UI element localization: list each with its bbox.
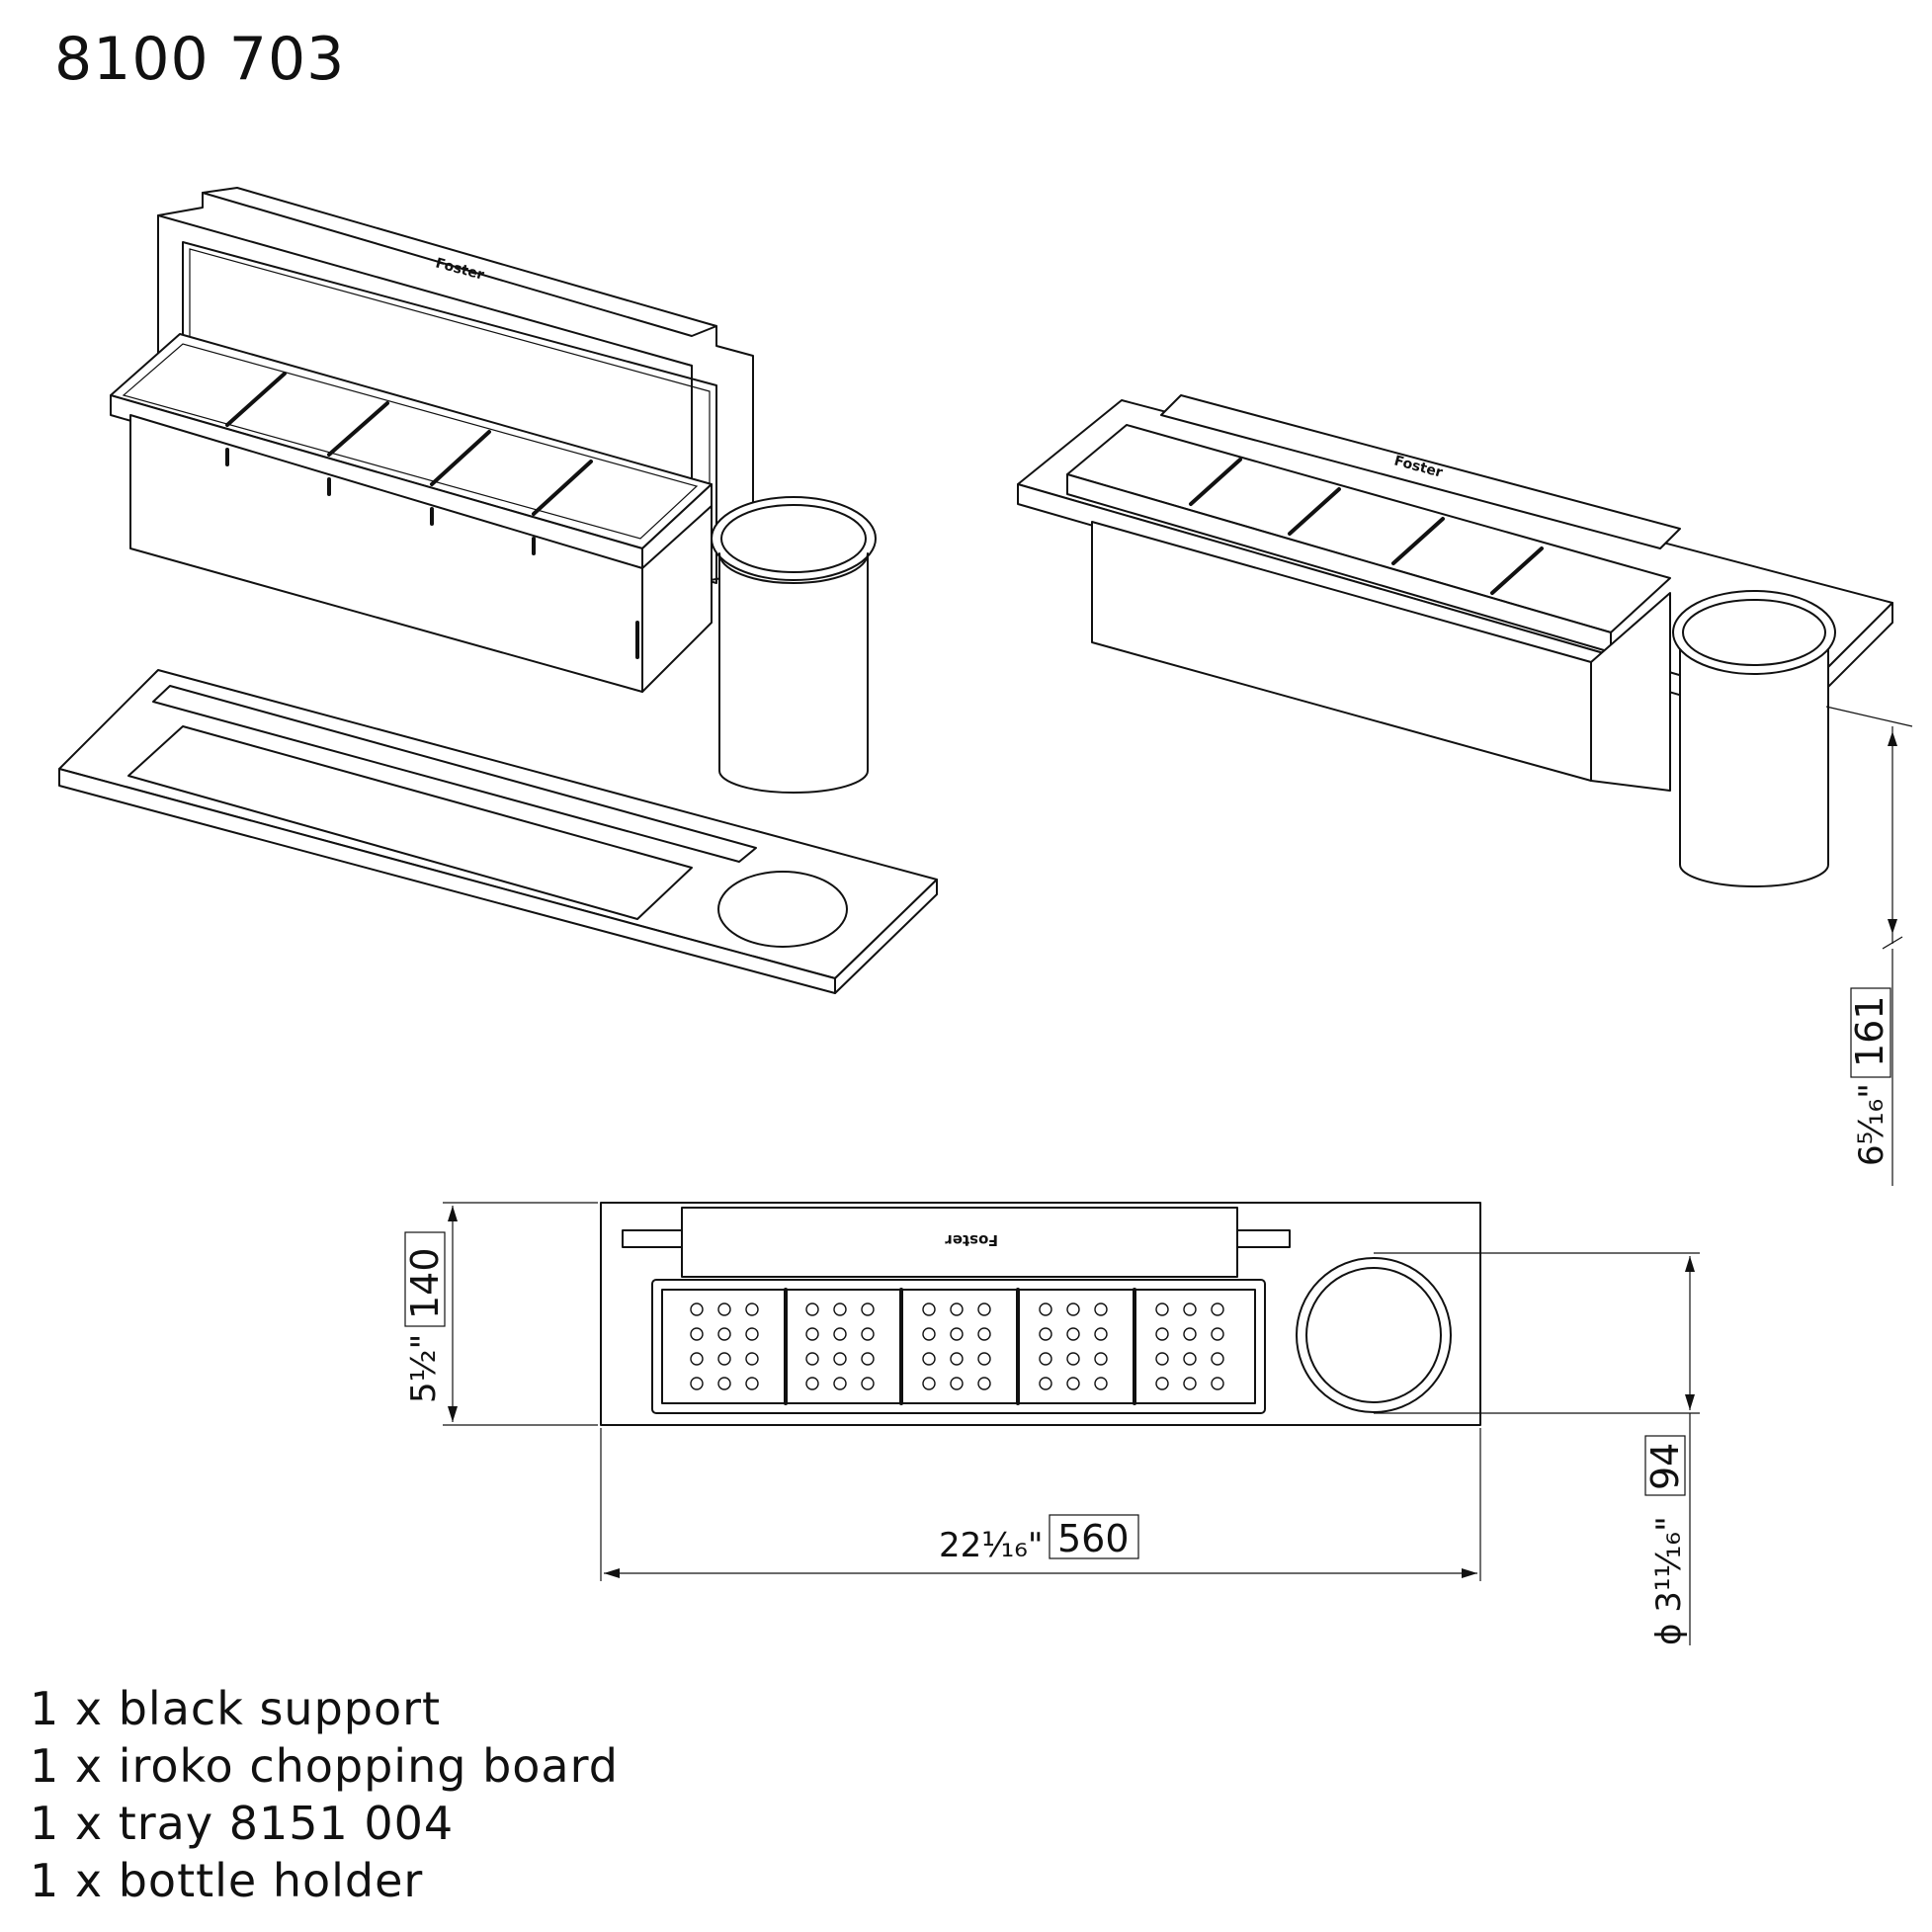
width-mm-label: 560: [1057, 1517, 1130, 1560]
plan-logo: Foster: [945, 1231, 998, 1249]
assembled-view: Foster 6⁵⁄₁₆" 161: [1017, 394, 1913, 1186]
chopping-board: [58, 669, 938, 994]
width-dimension: 22¹⁄₁₆" 560: [600, 1428, 1481, 1581]
plan-view: Foster: [403, 1202, 1700, 1645]
height-inch-label: 6⁵⁄₁₆": [1852, 1083, 1891, 1166]
diameter-mm-label: 94: [1643, 1443, 1687, 1490]
tray-drain-holes: [690, 1302, 1224, 1390]
parts-list-item: 1 x bottle holder: [30, 1854, 424, 1907]
width-inch-label: 22¹⁄₁₆": [939, 1526, 1043, 1565]
height-dimension: 6⁵⁄₁₆" 161: [1825, 706, 1913, 1186]
diameter-inch-label: ϕ 3¹¹⁄₁₆": [1649, 1516, 1689, 1645]
depth-mm-label: 140: [403, 1247, 447, 1319]
depth-dimension: 5½" 140: [403, 1202, 598, 1426]
diameter-dimension: ϕ 3¹¹⁄₁₆" 94: [1374, 1252, 1700, 1645]
parts-list: 1 x black support 1 x iroko chopping boa…: [30, 1680, 619, 1909]
parts-list-item: 1 x tray 8151 004: [30, 1797, 455, 1850]
plan-bottle-holder: [1296, 1257, 1452, 1413]
parts-list-item: 1 x black support: [30, 1682, 442, 1735]
exploded-view: Foster: [58, 187, 938, 994]
parts-list-item: 1 x iroko chopping board: [30, 1739, 619, 1793]
depth-inch-label: 5½": [404, 1334, 444, 1403]
bottle-holder: [711, 496, 877, 794]
height-mm-label: 161: [1848, 995, 1891, 1067]
drawing-title: 8100 703: [54, 25, 346, 94]
tray: [110, 333, 713, 693]
